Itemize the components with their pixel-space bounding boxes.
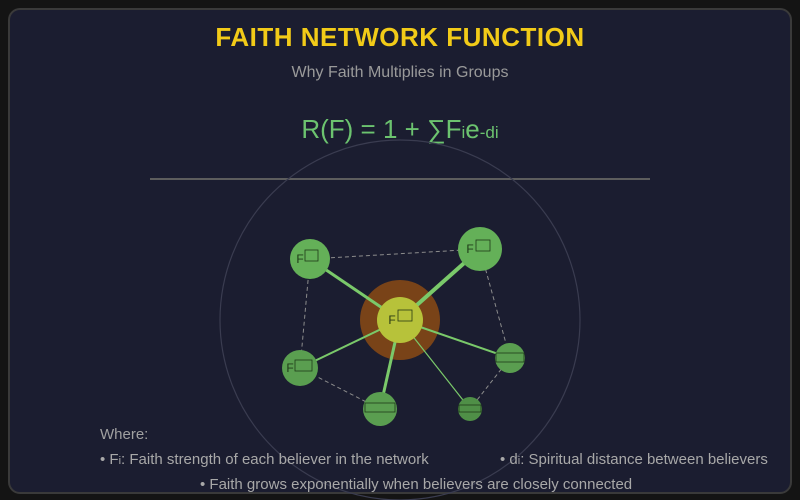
formula-sub-i: i (461, 123, 466, 142)
formula-exponent: -d (479, 123, 495, 142)
panel-frame (8, 8, 792, 494)
believer-node (363, 392, 397, 426)
center-node (377, 297, 423, 343)
svg-text:F: F (286, 361, 293, 375)
page-title: FAITH NETWORK FUNCTION (215, 22, 585, 52)
believer-node: F (458, 227, 502, 271)
believer-node: F (282, 350, 318, 386)
center-node-label: F (388, 313, 395, 327)
legend-item-growth: • Faith grows exponentially when believe… (200, 476, 633, 493)
svg-text:F: F (296, 252, 303, 266)
divider (150, 178, 650, 180)
legend-item-distance: • di: Spiritual distance between believe… (500, 451, 768, 468)
formula: R(F) = 1 + ∑Fie-di (0, 114, 800, 145)
formula-lhs: R(F) = 1 + ∑F (301, 114, 462, 144)
outer-ring (219, 139, 581, 500)
formula-e: e (465, 114, 480, 144)
believer-node: F (290, 239, 330, 279)
formula-exponent-sub: i (494, 123, 499, 142)
believer-node (458, 397, 482, 421)
legend-heading: Where: (100, 426, 149, 443)
weak-link (309, 248, 481, 260)
svg-text:F: F (466, 242, 473, 256)
weak-link (299, 258, 311, 369)
center-node-glyph (397, 309, 413, 322)
page-subtitle: Why Faith Multiplies in Groups (291, 64, 509, 81)
weak-link (479, 248, 511, 359)
legend-item-faith: • Fi: Faith strength of each believer in… (100, 451, 429, 468)
believer-node (495, 343, 525, 373)
